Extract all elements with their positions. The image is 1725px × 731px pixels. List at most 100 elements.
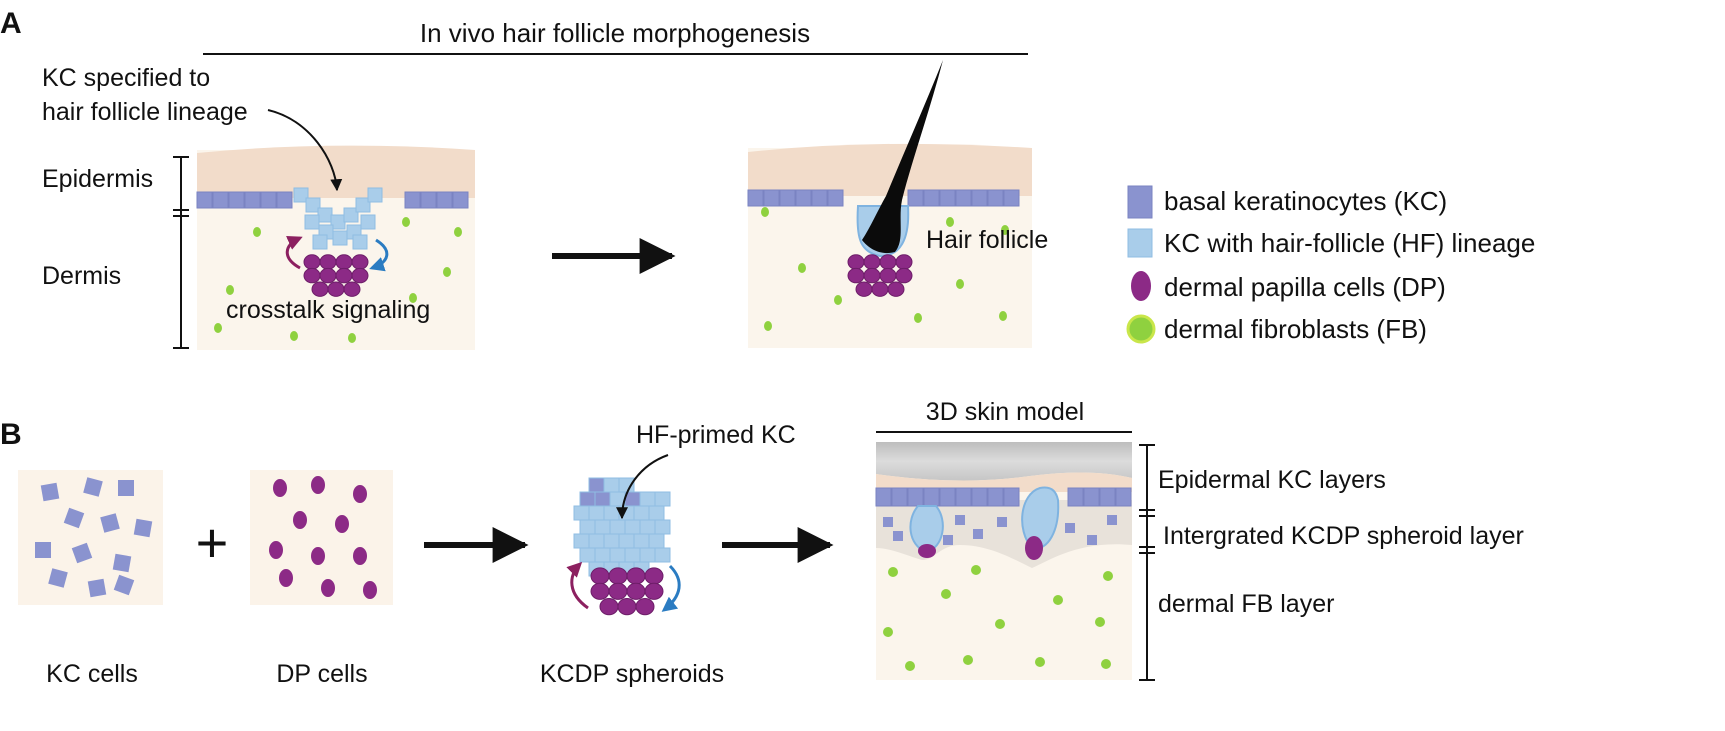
fibroblast-cell — [1001, 225, 1009, 235]
basal-kc-cell — [276, 191, 293, 209]
fibroblast-cell — [956, 279, 964, 289]
basal-kc-cell — [827, 189, 844, 207]
dp-cell — [363, 581, 377, 599]
basal-kc-cell — [452, 191, 469, 209]
loose-kc-cell — [955, 515, 965, 525]
spheroid-kc-cell — [648, 533, 665, 549]
basal-kc-cell — [875, 487, 892, 507]
fibroblast-cell — [226, 285, 234, 295]
fibroblast-dots — [214, 217, 462, 343]
skin-section-after — [747, 60, 1032, 348]
loose-kc-cell — [943, 535, 953, 545]
legend-label-basal-kc: basal keratinocytes (KC) — [1164, 186, 1447, 216]
kc-cell — [83, 477, 103, 497]
dp-cell — [895, 267, 913, 284]
dp-cell — [335, 254, 353, 270]
dp-cell — [319, 254, 337, 270]
loose-kc-cell — [893, 531, 903, 541]
kc-specified-label-line1: KC specified to — [42, 64, 210, 92]
spheroid-kc-cell — [633, 533, 650, 549]
kc-specified-label-line2: hair follicle lineage — [42, 98, 248, 126]
dp-cell — [608, 567, 628, 585]
kcdp-spheroid — [573, 477, 671, 616]
dp-cell — [879, 267, 897, 284]
basal-kc-cell — [1003, 487, 1020, 507]
dp-cell — [273, 479, 287, 497]
basal-kc-cell — [955, 487, 972, 507]
basal-kc-cell — [891, 487, 908, 507]
loose-kc-cell — [1087, 535, 1097, 545]
kc-cell — [40, 482, 60, 502]
dp-cell — [321, 579, 335, 597]
dp-cell — [863, 267, 881, 284]
dp-cell — [644, 582, 664, 600]
fibroblast-cell — [1053, 595, 1063, 605]
hf-primed-label: HF-primed KC — [636, 421, 796, 449]
crosstalk-arrow-purple — [285, 235, 303, 270]
hf-kc-cell — [355, 197, 371, 213]
dermal-papilla-cluster — [303, 254, 369, 297]
spheroid-arrow-purple — [566, 561, 589, 610]
fibroblast-cell — [214, 323, 222, 333]
fibroblast-cell — [290, 331, 298, 341]
dp-cell — [351, 267, 369, 284]
fibroblast-cell — [995, 619, 1005, 629]
spheroid-kc-cell — [633, 505, 650, 521]
spheroid-arrow-blue — [661, 564, 681, 612]
dp-cell — [644, 567, 664, 585]
spheroid-kc-cell — [639, 547, 656, 563]
spheroid-kc-cell — [588, 533, 605, 549]
panel-b-label: B — [0, 418, 22, 451]
dp-cell — [847, 267, 865, 284]
dp-cell — [590, 582, 610, 600]
basal-kc-cell — [971, 189, 988, 207]
integrated-dp-1 — [918, 544, 936, 558]
legend-icon-fb — [1126, 314, 1156, 344]
dp-cell — [626, 567, 646, 585]
hf-primed-pointer — [616, 454, 669, 520]
basal-kc-cell — [923, 189, 940, 207]
basal-kc-cell — [196, 191, 213, 209]
legend-label-dp: dermal papilla cells (DP) — [1164, 272, 1446, 302]
loose-kc-cell — [973, 529, 983, 539]
kc-cell — [87, 578, 107, 598]
spheroid-kc-cell — [579, 547, 596, 563]
basal-kc-cell — [987, 189, 1004, 207]
basal-kc-cell — [971, 487, 988, 507]
basal-kc-cell — [404, 191, 421, 209]
fibroblast-cell — [971, 565, 981, 575]
dp-cell — [863, 254, 881, 270]
dp-cells-label: DP cells — [276, 660, 367, 688]
layer-epidermal-label: Epidermal KC layers — [1158, 466, 1386, 494]
legend-label-hf-kc: KC with hair-follicle (HF) lineage — [1164, 228, 1535, 258]
legend-icon-hf-kc — [1127, 228, 1153, 258]
depth-bracket — [173, 156, 189, 349]
crosstalk-label: crosstalk signaling — [226, 296, 430, 324]
model-stratum-corneum — [876, 442, 1132, 481]
basal-kc-cell — [955, 189, 972, 207]
spheroid-kc-cell — [579, 519, 596, 535]
dp-cell — [343, 281, 361, 297]
basal-kc-cell — [907, 487, 924, 507]
fibroblast-dots — [883, 565, 1113, 671]
dp-cell — [590, 567, 610, 585]
fibroblast-cell — [798, 263, 806, 273]
hf-kc-cell — [360, 214, 376, 230]
kc-cell — [100, 513, 120, 533]
dp-cell — [608, 582, 628, 600]
kc-cell — [133, 518, 153, 538]
basal-kc-cell — [939, 487, 956, 507]
kc-cells-label: KC cells — [46, 660, 138, 688]
fibroblast-dots — [761, 207, 1009, 331]
fibroblast-cell — [1101, 659, 1111, 669]
dp-cell — [847, 254, 865, 270]
dp-cell — [887, 281, 905, 297]
dp-cell — [879, 254, 897, 270]
plus-sign: + — [196, 511, 229, 574]
hf-kc-cell — [317, 207, 333, 223]
fibroblast-cell — [905, 661, 915, 671]
dp-cell — [626, 582, 646, 600]
fibroblast-cell — [999, 311, 1007, 321]
epidermis-region — [748, 143, 1032, 196]
